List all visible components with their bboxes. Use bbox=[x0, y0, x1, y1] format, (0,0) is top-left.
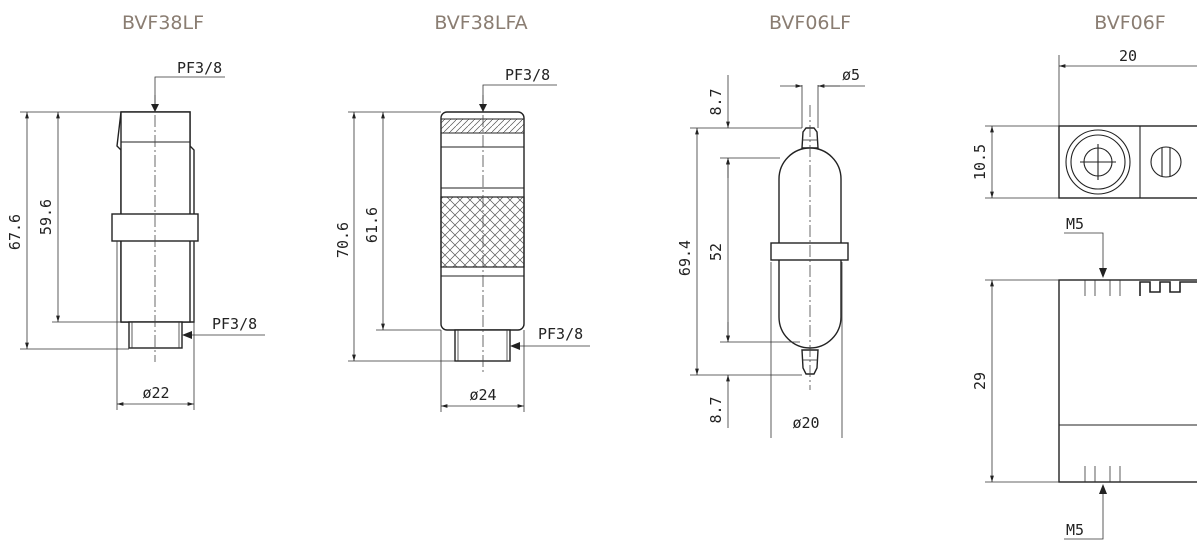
bvf38lfa-drawing: BVF38LFA PF3/8 PF3/8 70.6 bbox=[334, 12, 590, 412]
bvf06lf-title: BVF06LF bbox=[769, 12, 851, 34]
bvf38lfa-top-port-callout: PF3/8 bbox=[479, 66, 557, 112]
bvf06lf-bottom-nozzle-label: 8.7 bbox=[707, 396, 725, 423]
bvf38lf-title: BVF38LF bbox=[122, 12, 204, 34]
bvf06lf-body bbox=[770, 105, 849, 390]
bvf06f-top-view bbox=[1058, 125, 1197, 199]
bvf38lfa-bottom-port-label: PF3/8 bbox=[538, 325, 583, 343]
bvf06f-title: BVF06F bbox=[1094, 12, 1165, 34]
bvf06lf-diameter-dim: ø20 bbox=[770, 262, 843, 438]
bvf06lf-drawing: BVF06LF ø5 8.7 bbox=[676, 12, 865, 438]
bvf06f-width-label: 20 bbox=[1119, 47, 1137, 65]
bvf38lf-diameter-label: ø22 bbox=[142, 384, 169, 402]
bvf38lf-bottom-port-label: PF3/8 bbox=[212, 315, 257, 333]
bvf38lf-body bbox=[111, 95, 199, 362]
bvf38lf-overall-height-dim: 67.6 bbox=[6, 111, 129, 350]
bvf06lf-diameter-label: ø20 bbox=[792, 414, 819, 432]
bvf38lfa-body bbox=[440, 95, 525, 375]
bvf38lf-diameter-dim: ø22 bbox=[116, 241, 195, 410]
bvf38lfa-body-height-label: 61.6 bbox=[363, 207, 381, 243]
bvf38lfa-bottom-port-callout: PF3/8 bbox=[510, 325, 590, 350]
bvf06f-drawing: BVF06F 20 10.5 bbox=[971, 12, 1197, 540]
bvf06f-bottom-port-callout: M5 bbox=[1064, 484, 1107, 540]
bvf38lfa-diameter-label: ø24 bbox=[469, 386, 496, 404]
bvf38lfa-top-port-label: PF3/8 bbox=[505, 66, 550, 84]
bvf38lfa-overall-height-label: 70.6 bbox=[334, 222, 352, 258]
bvf06lf-body-height-dim: 52 bbox=[707, 158, 800, 343]
bvf06lf-body-height-label: 52 bbox=[707, 243, 725, 261]
bvf06f-top-height-label: 10.5 bbox=[971, 144, 989, 180]
bvf06f-width-dim: 20 bbox=[1058, 47, 1197, 126]
bvf38lfa-overall-height-dim: 70.6 bbox=[334, 111, 455, 362]
bvf38lf-top-port-callout: PF3/8 bbox=[151, 59, 225, 112]
bvf38lf-drawing: BVF38LF PF3/8 PF3/8 bbox=[6, 12, 265, 410]
bvf06lf-top-nozzle-dim: 8.7 bbox=[707, 75, 802, 178]
bvf38lf-bottom-port-callout: PF3/8 bbox=[182, 315, 265, 339]
bvf06f-front-view bbox=[1058, 279, 1197, 483]
bvf06f-height-dim: 29 bbox=[971, 279, 1059, 483]
bvf06f-top-height-dim: 10.5 bbox=[971, 125, 1059, 199]
bvf06lf-overall-height-dim: 69.4 bbox=[676, 127, 802, 376]
bvf06lf-tube-dim: ø5 bbox=[780, 66, 865, 128]
bvf06lf-tube-label: ø5 bbox=[842, 66, 860, 84]
bvf06f-top-port-callout: M5 bbox=[1064, 215, 1107, 278]
bvf06f-bottom-port-label: M5 bbox=[1066, 521, 1084, 539]
bvf06f-height-label: 29 bbox=[971, 372, 989, 390]
bvf06lf-overall-height-label: 69.4 bbox=[676, 240, 694, 276]
bvf06f-top-port-label: M5 bbox=[1066, 215, 1084, 233]
bvf06lf-bottom-nozzle-dim: 8.7 bbox=[707, 322, 730, 428]
bvf38lfa-body-height-dim: 61.6 bbox=[363, 112, 441, 331]
bvf06lf-top-nozzle-label: 8.7 bbox=[707, 88, 725, 115]
bvf38lfa-diameter-dim: ø24 bbox=[440, 330, 525, 412]
bvf38lf-body-height-dim: 59.6 bbox=[37, 112, 121, 323]
bvf38lfa-title: BVF38LFA bbox=[434, 12, 527, 34]
bvf38lf-top-port-label: PF3/8 bbox=[177, 59, 222, 77]
bvf38lf-body-height-label: 59.6 bbox=[37, 199, 55, 235]
bvf38lf-overall-height-label: 67.6 bbox=[6, 214, 24, 250]
